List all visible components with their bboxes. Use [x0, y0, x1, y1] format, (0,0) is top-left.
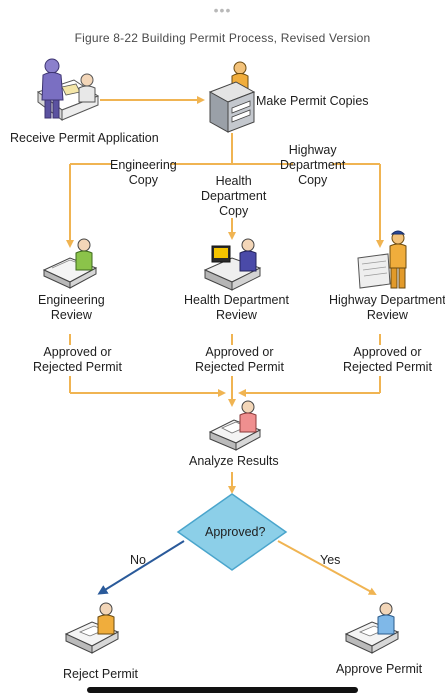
highway-result-label: Approved or Rejected Permit	[343, 345, 432, 375]
highway-result-line1: Approved or	[353, 345, 422, 359]
approve-permit-label: Approve Permit	[336, 662, 423, 676]
highway-result-line2: Rejected Permit	[343, 360, 432, 374]
highway-copy-line1: Highway	[288, 143, 337, 157]
make-copies-label: Make Permit Copies	[256, 94, 369, 108]
engineering-review-line1: Engineering	[38, 293, 105, 307]
highway-review-label: Highway Department Review	[329, 293, 445, 323]
analyze-results-label: Analyze Results	[189, 454, 279, 468]
health-result-label: Approved or Rejected Permit	[195, 345, 284, 375]
engineering-result-label: Approved or Rejected Permit	[33, 345, 122, 375]
health-review-line1: Health Department	[184, 293, 289, 307]
home-indicator[interactable]	[87, 687, 358, 693]
engineering-copy-line1: Engineering	[110, 158, 177, 172]
engineering-desk-icon	[42, 238, 98, 289]
health-copy-line3: Copy	[219, 204, 249, 218]
copier-icon	[208, 61, 256, 133]
engineering-result-line2: Rejected Permit	[33, 360, 122, 374]
health-copy-line1: Health	[215, 174, 252, 188]
highway-copy-label: Highway Department Copy	[280, 143, 345, 188]
figure-title: Figure 8-22 Building Permit Process, Rev…	[74, 31, 371, 45]
reject-permit-label: Reject Permit	[63, 667, 139, 681]
approve-desk-icon	[344, 602, 400, 654]
engineering-result-line1: Approved or	[43, 345, 112, 359]
health-copy-label: Health Department Copy	[201, 174, 266, 219]
yes-label: Yes	[320, 553, 341, 567]
health-review-line2: Review	[215, 308, 257, 322]
health-review-label: Health Department Review	[184, 293, 289, 323]
engineering-copy-line2: Copy	[128, 173, 158, 187]
engineering-review-label: Engineering Review	[38, 293, 105, 323]
health-result-line2: Rejected Permit	[195, 360, 284, 374]
receive-application-icon	[36, 58, 100, 121]
health-result-line1: Approved or	[205, 345, 274, 359]
decision-diamond	[176, 493, 288, 571]
highway-review-line1: Highway Department	[329, 293, 445, 307]
reject-desk-icon	[64, 602, 120, 654]
highway-copy-line2: Department	[280, 158, 346, 172]
highway-review-line2: Review	[366, 308, 408, 322]
flow-lines	[66, 96, 384, 595]
health-desk-icon	[203, 238, 262, 291]
window-dots: •••	[213, 2, 232, 18]
receive-application-label: Receive Permit Application	[10, 131, 159, 145]
highway-copy-line3: Copy	[298, 173, 328, 187]
highway-inspector-icon	[357, 230, 407, 289]
engineering-review-line2: Review	[50, 308, 92, 322]
decision-label: Approved?	[205, 525, 266, 539]
health-copy-line2: Department	[201, 189, 267, 203]
engineering-copy-label: Engineering Copy	[110, 158, 177, 188]
flow-yes	[277, 540, 377, 595]
flow-no	[97, 540, 185, 595]
no-label: No	[130, 553, 146, 567]
analyze-desk-icon	[208, 400, 262, 451]
